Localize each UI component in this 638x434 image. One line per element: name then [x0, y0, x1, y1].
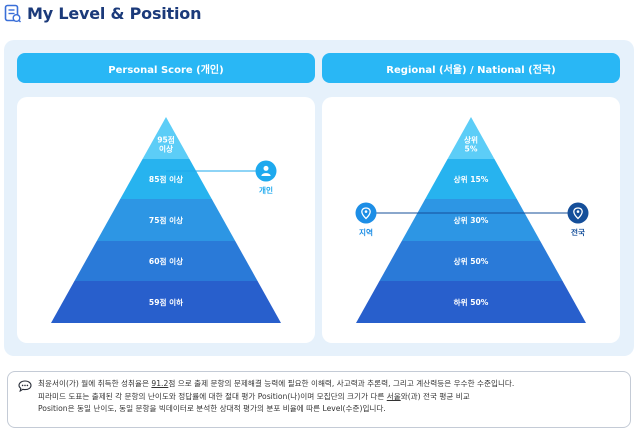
personal-level-4-label: 60점 이상 [149, 256, 183, 266]
regional-level-3 [401, 199, 541, 241]
page-title: My Level & Position [27, 3, 202, 23]
regional-marker-label: 지역 [359, 227, 373, 237]
level-position-panel: Personal Score (개인) Regional (서울) / Nati… [4, 40, 634, 356]
regional-level-2-label: 상위 15% [454, 174, 489, 184]
personal-level-1 [142, 117, 190, 159]
regional-level-2 [425, 159, 517, 199]
personal-level-3 [96, 199, 236, 241]
personal-level-2 [120, 159, 212, 199]
regional-level-1 [447, 117, 495, 159]
chat-bubble-icon [18, 380, 32, 392]
note-line-1: 최윤서이(가) 월에 취득한 성취율은 91.2점 으로 출제 문항의 문제해결… [38, 379, 515, 388]
report-document-icon [4, 4, 21, 22]
national-marker [567, 202, 589, 224]
personal-level-5-label: 59점 이하 [149, 297, 183, 307]
regional-level-3-label: 상위 30% [454, 215, 489, 225]
personal-level-3-label: 75점 이상 [149, 215, 183, 225]
person-icon [261, 165, 271, 176]
regional-marker [355, 202, 377, 224]
note-line-2: 피라미드 도표는 출제된 각 문항의 난이도와 정답률에 대한 절대 평가 Po… [38, 391, 470, 401]
personal-level-2-label: 85점 이상 [149, 174, 183, 184]
map-pin-icon [573, 207, 583, 220]
regional-level-5 [356, 281, 586, 323]
page-header: My Level & Position [4, 2, 201, 24]
regional-level-4-label: 상위 50% [454, 256, 489, 266]
note-line-3: Position은 동일 난이도, 동일 문항을 빅데이터로 분석한 상대적 평… [38, 404, 386, 413]
map-pin-icon [361, 207, 371, 220]
regional-national-pill: Regional (서울) / National (전국) [322, 53, 620, 83]
region-name: 서울 [386, 391, 401, 401]
personal-score-pill: Personal Score (개인) [17, 53, 315, 83]
personal-marker [255, 160, 277, 182]
personal-level-4 [74, 241, 258, 281]
personal-marker-label: 개인 [259, 185, 273, 195]
regional-level-5-label: 하위 50% [454, 297, 489, 307]
score-value: 91.2 [151, 379, 169, 388]
regional-level-4 [379, 241, 563, 281]
national-marker-label: 전국 [571, 227, 585, 237]
personal-level-5 [51, 281, 281, 323]
analysis-note: 최윤서이(가) 월에 취득한 성취율은 91.2점 으로 출제 문항의 문제해결… [7, 371, 631, 428]
